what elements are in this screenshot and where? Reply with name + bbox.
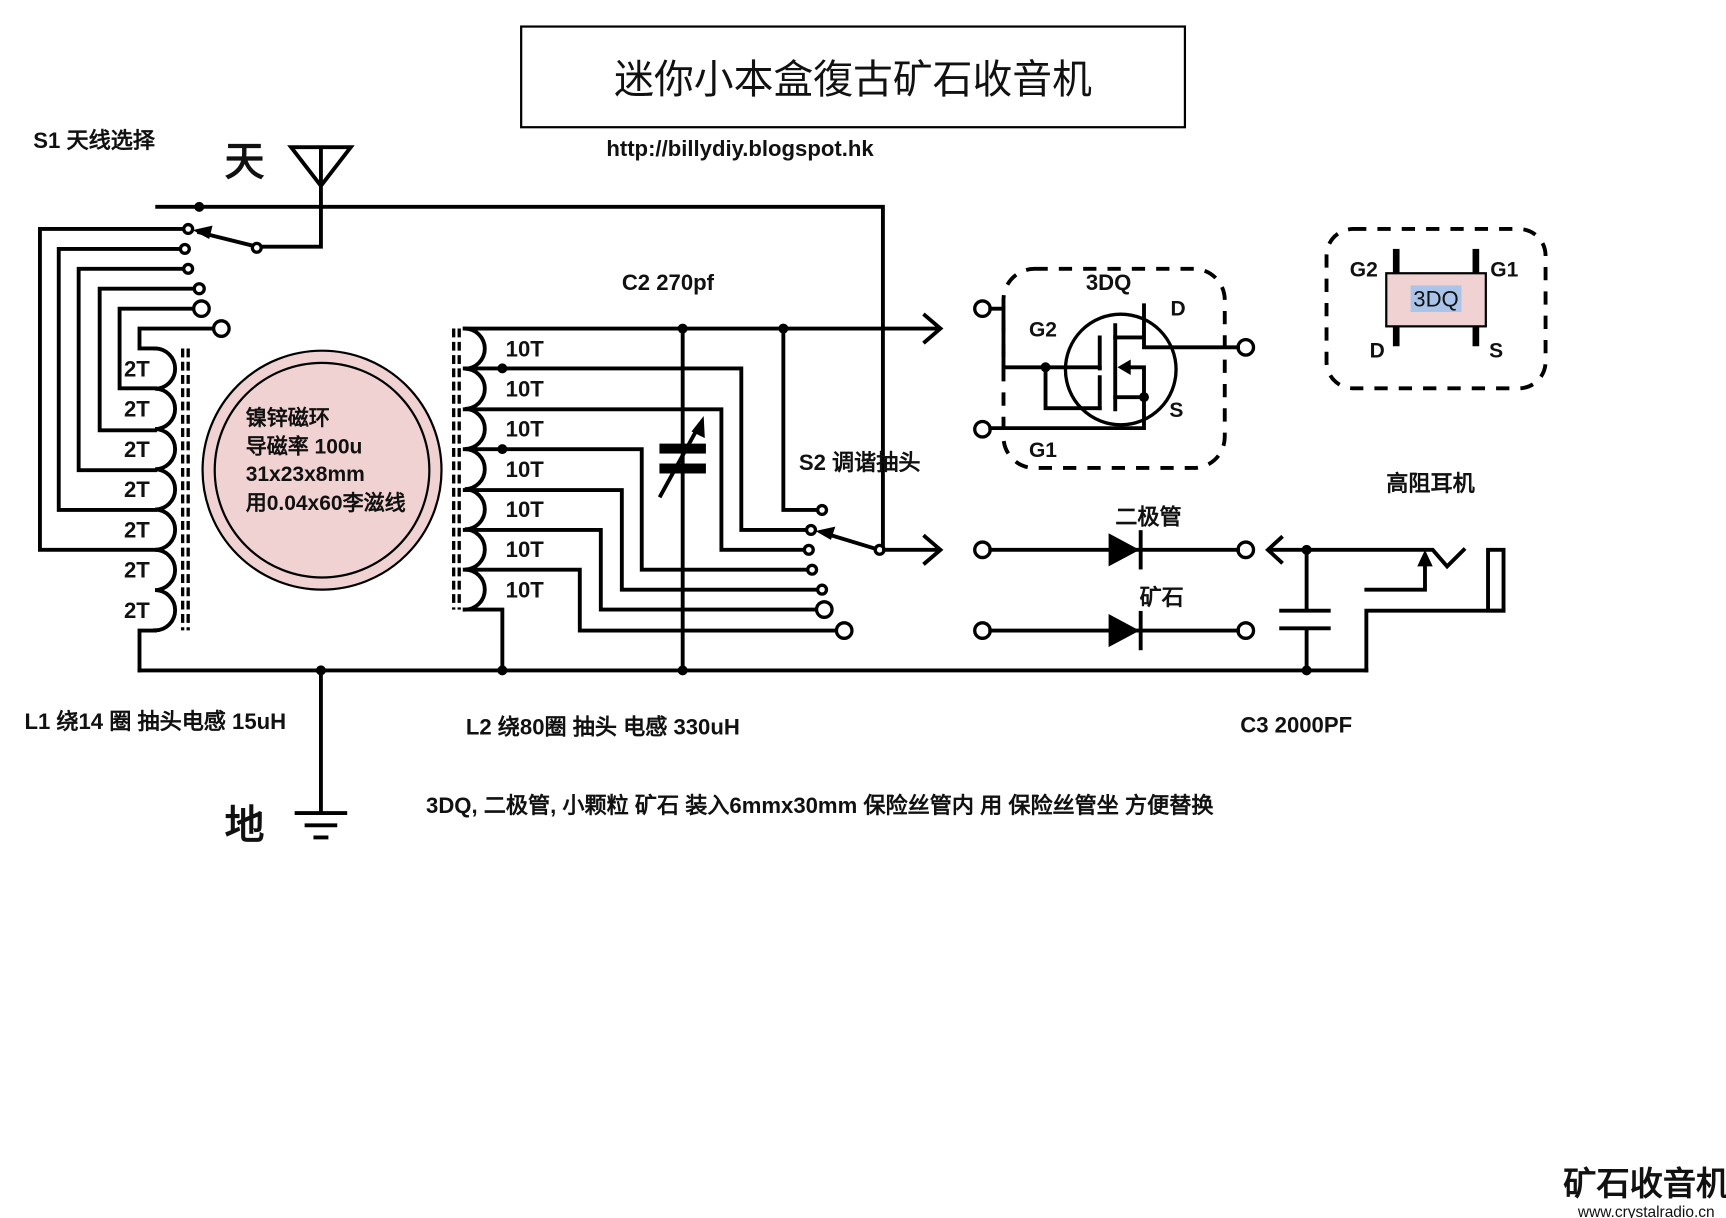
mosfet-g2: G2 — [1029, 318, 1057, 341]
url: http://billydiy.blogspot.hk — [606, 136, 874, 161]
crystal-detector — [973, 610, 1256, 651]
mosfet-3dq: 3DQ D G2 S G1 — [973, 266, 1256, 470]
diode-label: 二极管 — [1115, 504, 1181, 529]
mosfet-g1: G1 — [1029, 439, 1057, 462]
ring-line-4: 用0.04x60李滋线 — [246, 491, 406, 515]
ring-line-2: 导磁率 100u — [246, 435, 363, 459]
s2-switch — [802, 503, 944, 640]
s1-label: S1 天线选择 — [33, 128, 156, 153]
crystal-label: 矿石 — [1140, 585, 1184, 610]
chip-g2: G2 — [1350, 259, 1378, 282]
c3-capacitor — [1265, 534, 1467, 676]
tap-label: 2T — [124, 397, 150, 422]
earphone-label: 高阻耳机 — [1386, 471, 1475, 496]
l1-coil — [153, 346, 190, 633]
tap-label: 10T — [506, 537, 545, 562]
l2-label: L2 绕80圈 抽头 电感 330uH — [466, 715, 740, 740]
tap-label: 10T — [506, 417, 545, 442]
note: 3DQ, 二极管, 小颗粒 矿石 装入6mmx30mm 保险丝管内 用 保险丝管… — [426, 793, 1214, 818]
ring-line-3: 31x23x8mm — [246, 463, 365, 486]
earphone-jack — [1364, 547, 1506, 673]
chip-name: 3DQ — [1413, 286, 1458, 311]
tap-label: 2T — [124, 558, 150, 583]
tap-label: 2T — [124, 477, 150, 502]
c2-variable-capacitor — [657, 326, 706, 673]
diode — [973, 530, 1256, 570]
chip-pinout: 3DQ G2 G1 D S — [1324, 227, 1548, 391]
tap-label: 2T — [124, 356, 150, 381]
tap-label: 10T — [506, 497, 545, 522]
ground-icon — [294, 668, 348, 840]
ground-label: 地 — [225, 804, 265, 848]
coil-winding — [153, 346, 177, 633]
chip-s: S — [1489, 339, 1503, 362]
mosfet-name: 3DQ — [1086, 270, 1131, 295]
antenna-label: 天 — [225, 140, 265, 184]
logo-text: 矿石收音机 — [1563, 1166, 1726, 1203]
tap-label: 2T — [124, 517, 150, 542]
c2-label: C2 270pf — [622, 270, 715, 295]
chip-d: D — [1370, 339, 1385, 362]
mosfet-s: S — [1169, 399, 1183, 422]
chip-g1: G1 — [1490, 259, 1518, 282]
l1-label: L1 绕14 圈 抽头电感 15uH — [24, 709, 286, 734]
ferrite-ring: 镍锌磁环 导磁率 100u 31x23x8mm 用0.04x60李滋线 — [201, 349, 443, 591]
mosfet-d: D — [1171, 297, 1186, 320]
c3-label: C3 2000PF — [1240, 712, 1352, 737]
title-box — [520, 25, 1187, 129]
antenna-icon — [254, 145, 355, 249]
title: 迷你小本盒復古矿石收音机 — [614, 58, 1092, 102]
ring-line-1: 镍锌磁环 — [246, 406, 330, 430]
tap-label: 2T — [124, 437, 150, 462]
l2-coil — [452, 326, 487, 612]
logo-url: www.crystalradio.cn — [1577, 1204, 1715, 1218]
tap-label: 2T — [124, 598, 150, 623]
tap-label: 10T — [506, 457, 545, 482]
coil-winding — [462, 326, 487, 612]
crystalradio-logo: 矿石收音机 www.crystalradio.cn — [1563, 1166, 1726, 1218]
tap-label: 10T — [506, 577, 545, 602]
s2-label: S2 调谐抽头 — [799, 450, 921, 475]
tap-label: 10T — [506, 377, 545, 402]
tap-label: 10T — [506, 336, 545, 361]
s1-switch — [38, 222, 263, 552]
